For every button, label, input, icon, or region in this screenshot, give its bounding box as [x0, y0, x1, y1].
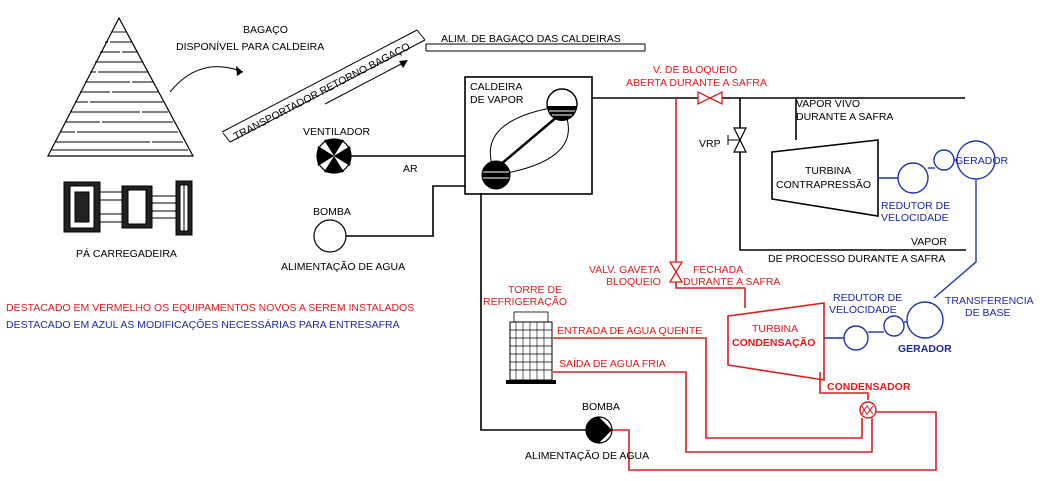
generator-top: [956, 140, 996, 180]
block-valve-red: [697, 90, 723, 106]
alimentacao-top-label: ALIMENTAÇÃO DE AGUA: [281, 260, 405, 273]
bagaco-disponivel-label: DISPONÍVEL PARA CALDEIRA: [176, 40, 324, 53]
gerador-top-label: GERADOR: [955, 155, 1009, 167]
torre-label-1: TORRE DE: [508, 284, 562, 296]
base-transfer-line: [933, 180, 977, 299]
redutor-top-label-2: VELOCIDADE: [881, 212, 949, 224]
turbina-label-2: CONTRAPRESSÃO: [776, 178, 871, 191]
backpressure-turbine: [771, 139, 879, 217]
vapor-processo-label-2: DE PROCESSO DURANTE A SAFRA: [768, 253, 945, 265]
feed-pump-bottom: [585, 416, 613, 444]
valv-gaveta-label-1: VALV. GAVETA: [589, 264, 660, 276]
feed-water-line-bottom: [480, 193, 586, 431]
vrp-valve: [727, 127, 747, 153]
bagasse-feed-conveyor: ALIM. DE BAGAÇO DAS CALDEIRAS: [425, 33, 646, 52]
turbina-label-1: TURBINA: [805, 165, 851, 177]
turbina-cond-label-2: CONDENSAÇÃO: [732, 336, 815, 349]
bagasse-arrowhead: [236, 66, 243, 76]
boiler: CALDEIRA DE VAPOR: [464, 76, 593, 195]
legend-blue: DESTACADO EM AZUL AS MODIFICAÇÕES NECESS…: [6, 318, 400, 331]
torre-label-2: REFRIGERAÇÃO: [483, 295, 567, 308]
vapor-vivo-label-1: VAPOR VIVO: [796, 98, 860, 110]
condensing-turbine: [727, 302, 825, 381]
cooling-tower-icon: [506, 311, 556, 384]
v-bloqueio-label-1: V. DE BLOQUEIO: [653, 64, 737, 76]
bagasse-pile: [47, 16, 195, 157]
feed-water-line-top: [346, 185, 465, 237]
hot-water-line: [553, 337, 863, 439]
gate-valve-red: [668, 261, 684, 283]
coupling-top: [933, 149, 955, 171]
coupling-bot: [883, 315, 905, 337]
saida-agua-label: SAÍDA DE AGUA FRIA: [559, 357, 666, 370]
caldeira-label-2: DE VAPOR: [470, 94, 524, 106]
alim-bagaco-label: ALIM. DE BAGAÇO DAS CALDEIRAS: [441, 33, 621, 45]
redutor-bot-label-1: REDUTOR DE: [833, 292, 902, 304]
caldeira-label-1: CALDEIRA: [470, 81, 523, 93]
cold-water-line: [553, 371, 873, 453]
fechada-label-1: FECHADA: [693, 264, 743, 276]
bagasse-arrow: [169, 66, 244, 93]
vapor-vivo-label-2: DURANTE A SAFRA: [796, 111, 893, 123]
wheel-loader-icon: [63, 180, 193, 236]
pa-carregadeira-label: PÁ CARREGADEIRA: [76, 247, 177, 260]
alimentacao-bot-label: ALIMENTAÇÃO DE AGUA: [525, 449, 649, 462]
condenser: [859, 401, 877, 419]
gerador-bot-label: GERADOR: [898, 343, 952, 355]
fan-icon: [316, 138, 352, 174]
speed-reducer-bot: [843, 325, 869, 351]
bomba-top-label: BOMBA: [313, 206, 351, 218]
mud-drum: [481, 160, 511, 190]
exhaust-line: [819, 372, 869, 400]
valv-gaveta-label-2: BLOQUEIO: [606, 276, 661, 288]
speed-reducer-top: [897, 162, 929, 194]
fechada-label-2: DURANTE A SAFRA: [683, 276, 780, 288]
redutor-top-label-1: REDUTOR DE: [881, 200, 950, 212]
vrp-label: VRP: [699, 138, 721, 150]
feed-pump-top: [313, 219, 347, 253]
v-bloqueio-label-2: ABERTA DURANTE A SAFRA: [626, 77, 767, 89]
transferencia-label-1: TRANSFERENCIA: [945, 295, 1034, 307]
condensate-line: [612, 411, 937, 471]
redutor-bot-label-2: VELOCIDADE: [829, 304, 897, 316]
entrada-agua-label: ENTRADA DE AGUA QUENTE: [557, 325, 702, 337]
bagaco-label: BAGAÇO: [243, 24, 288, 36]
turbina-cond-label-1: TURBINA: [752, 323, 798, 335]
conveyor-arrowhead: [399, 60, 408, 68]
conveyor-arrow: [324, 61, 406, 105]
ar-label: AR: [403, 163, 418, 175]
condensador-label: CONDENSADOR: [827, 381, 911, 393]
transferencia-label-2: DE BASE: [965, 307, 1011, 319]
ventilador-label: VENTILADOR: [303, 126, 371, 138]
bomba-bot-label: BOMBA: [582, 401, 620, 413]
generator-bot: [906, 301, 944, 339]
legend-red: DESTACADO EM VERMELHO OS EQUIPAMENTOS NO…: [6, 302, 414, 314]
condensing-steam-line: [675, 98, 746, 308]
vapor-processo-label-1: VAPOR: [911, 236, 947, 248]
